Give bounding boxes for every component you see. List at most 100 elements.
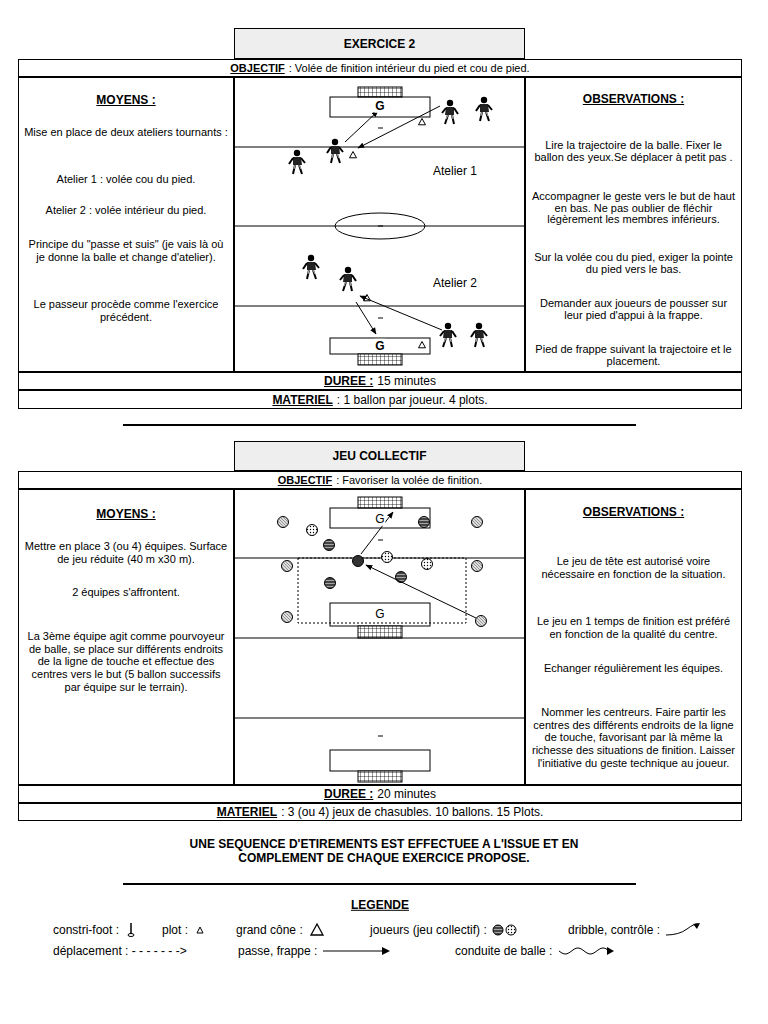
player-dot — [307, 525, 318, 536]
row-heading: MATERIEL — [272, 393, 332, 407]
table-row: DUREE :15 minutes — [18, 372, 742, 390]
section-title: EXERCICE 2 — [344, 37, 415, 51]
row-value: : 1 ballon par joueur. 4 plots. — [337, 393, 488, 407]
goal-net — [358, 497, 402, 508]
player-figure — [442, 100, 458, 124]
row-line: OBJECTIF: Volée de finition intérieur du… — [230, 62, 529, 74]
column-paragraph: Accompagner le geste vers le but de haut… — [530, 191, 737, 226]
goal-net — [358, 87, 402, 97]
pitch-line — [234, 718, 525, 719]
row-heading: DUREE : — [324, 787, 373, 801]
player-dot — [324, 540, 335, 551]
legend-text: conduite de balle : — [455, 944, 552, 958]
table-cell: MOYENS :Mise en place de deux ateliers t… — [18, 77, 234, 372]
player-figure — [471, 323, 487, 347]
legend-title: LEGENDE — [351, 898, 409, 912]
column-heading: OBSERVATIONS : — [530, 93, 737, 106]
legend-text: passe, frappe : — [238, 944, 317, 958]
goal-area — [330, 338, 430, 354]
table-cell: OBSERVATIONS : Lire la trajectoire de la … — [525, 77, 742, 372]
separator-rule — [123, 424, 636, 426]
plot-marker — [419, 342, 426, 348]
legend-item: dribble, contrôle : — [568, 922, 701, 938]
pass-arrow — [358, 106, 440, 148]
legend-symbol — [124, 922, 138, 938]
legend-text: grand cône : — [236, 923, 303, 937]
goal-net — [358, 354, 402, 365]
goal-net — [358, 771, 402, 782]
row-line: MATERIEL : 1 ballon par joueur. 4 plots. — [272, 393, 487, 407]
pitch-line — [234, 638, 525, 639]
column-paragraph: Atelier 1 : volée cou du pied. — [23, 173, 229, 186]
row-line: DUREE : 20 minutes — [324, 787, 436, 801]
legend-text: dribble, contrôle : — [568, 923, 660, 937]
pitch-line — [234, 226, 525, 227]
legend-text: plot : — [162, 923, 188, 937]
column-paragraph: Principe du "passe et suis" (je vais là … — [23, 238, 229, 263]
goal-area — [330, 97, 430, 117]
penalty-spot — [378, 540, 383, 541]
column-paragraph: Nommer les centreurs. Faire partir les c… — [530, 706, 737, 769]
centre-spot — [378, 226, 383, 227]
row-value: : Volée de finition intérieur du pied et… — [289, 62, 530, 74]
title-box: JEU COLLECTIF — [234, 441, 525, 471]
legend-item: grand cône : — [236, 922, 326, 938]
player-dot — [382, 552, 393, 563]
pitch-line — [234, 306, 525, 307]
column-paragraph: 2 équipes s'affrontent. — [23, 586, 229, 599]
column-paragraph: Sur la volée cou du pied, exiger la poin… — [530, 252, 737, 275]
plot-disc — [278, 517, 289, 528]
legend-symbol — [557, 943, 615, 959]
legend-item: joueurs (jeu collectif) : — [370, 922, 518, 938]
pitch-outline — [234, 77, 525, 372]
table-row: DUREE : 20 minutes — [18, 785, 742, 803]
legend-item: conduite de balle : — [455, 943, 615, 959]
column-paragraph: Lire la trajectoire de la balle. Fixer l… — [530, 140, 737, 163]
plot-disc — [472, 561, 483, 572]
column-heading: MOYENS : — [23, 94, 229, 108]
goal-area — [330, 603, 430, 626]
row-value: : 3 (ou 4) jeux de chasubles. 10 ballons… — [281, 805, 543, 819]
shot-arrow — [361, 512, 393, 554]
row-heading: OBJECTIF — [278, 474, 332, 486]
legend-text: constri-foot : — [53, 923, 119, 937]
legend-item: plot : — [162, 922, 207, 938]
player-dot — [325, 578, 336, 589]
shot-arrow — [356, 302, 376, 334]
pitch-outline — [234, 489, 525, 785]
column-paragraph: Le jeu en 1 temps de finition est préfér… — [530, 615, 737, 640]
penalty-spot — [378, 318, 383, 319]
column-paragraph: La 3ème équipe agit comme pourvoyeur de … — [23, 630, 229, 693]
table-row: OBJECTIF: Volée de finition intérieur du… — [18, 59, 742, 77]
row-heading: DUREE : — [324, 374, 373, 388]
player-figure — [303, 255, 319, 279]
goal-label: G — [374, 339, 385, 353]
plot-disc — [472, 517, 483, 528]
row-heading: MATERIEL — [217, 805, 277, 819]
goal-label: G — [374, 99, 385, 113]
pitch-diagram — [234, 77, 525, 372]
pass-arrow — [360, 296, 442, 330]
goal-area — [330, 750, 430, 771]
table-row: MATERIEL : 1 ballon par joueur. 4 plots. — [18, 390, 742, 409]
legend-item: déplacement : - - - - - - -> — [53, 943, 187, 959]
goal-net — [358, 626, 402, 638]
goal-label: G — [374, 512, 385, 526]
goal-area — [330, 508, 430, 528]
plot-marker — [350, 152, 357, 158]
legend-symbol — [308, 922, 326, 938]
player-dot — [396, 572, 407, 583]
row-line: DUREE :15 minutes — [324, 374, 436, 388]
row-line: OBJECTIF : Favoriser la volée de finition… — [278, 474, 483, 486]
workshop-label: Atelier 1 — [433, 164, 477, 178]
player-dot — [353, 556, 364, 567]
shot-arrow — [345, 111, 378, 142]
column-paragraph: Atelier 2 : volée intérieur du pied. — [23, 204, 229, 217]
table-row: OBJECTIF : Favoriser la volée de finition… — [18, 471, 742, 489]
table-cell: OBSERVATIONS :Le jeu de tête est autoris… — [525, 489, 742, 785]
row-value: 20 minutes — [377, 787, 436, 801]
row-value: : Favoriser la volée de finition. — [336, 474, 482, 486]
row-line: MATERIEL : 3 (ou 4) jeux de chasubles. 10… — [217, 805, 544, 819]
legend-symbol — [322, 943, 390, 959]
